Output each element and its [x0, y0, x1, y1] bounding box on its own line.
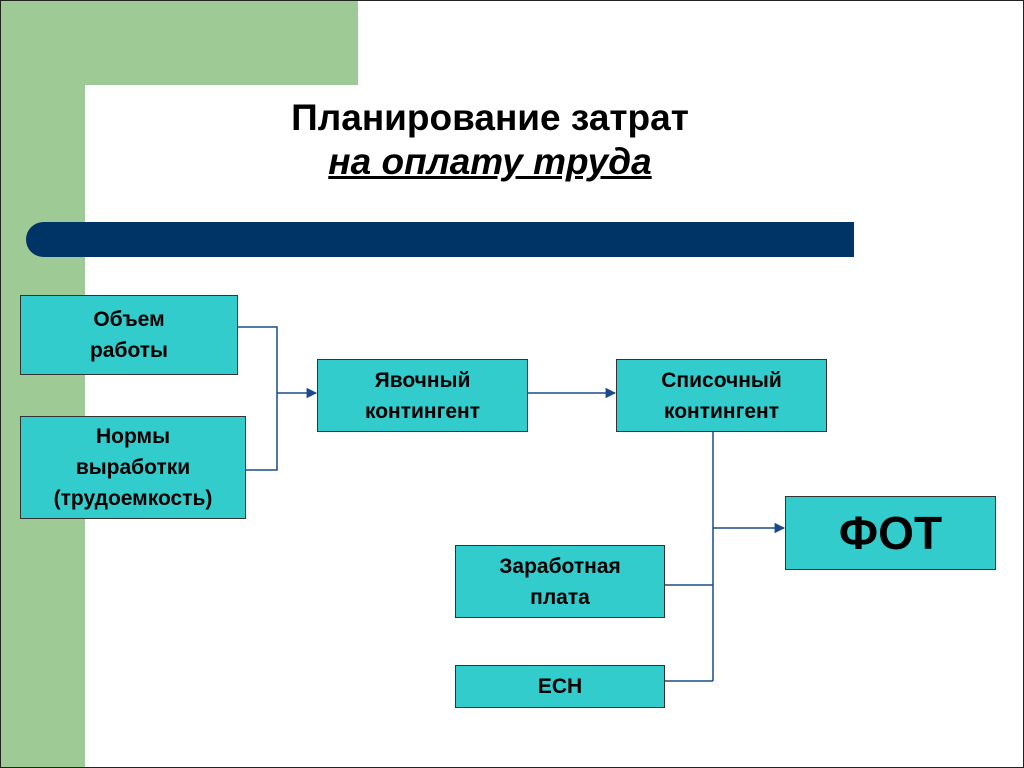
box-output-norms: Нормы выработки (трудоемкость) — [20, 416, 246, 519]
decorative-rounded-corner — [85, 85, 205, 205]
slide-title: Планирование затрат на оплату труда — [200, 96, 780, 184]
connector-volume — [238, 326, 278, 393]
title-accent-bar — [26, 222, 854, 257]
box-roster-headcount: Списочный контингент — [616, 359, 827, 432]
box-attendance-headcount: Явочный контингент — [317, 359, 528, 432]
box-work-volume: Объем работы — [20, 295, 238, 375]
box-payroll-fund: ФОТ — [785, 496, 996, 570]
decorative-green-left — [1, 1, 85, 767]
box-salary: Заработная плата — [455, 545, 665, 618]
title-line-2: на оплату труда — [328, 141, 652, 182]
box-esn: ЕСН — [455, 665, 665, 708]
title-line-1: Планирование затрат — [291, 97, 689, 138]
connector-norms — [246, 393, 278, 471]
